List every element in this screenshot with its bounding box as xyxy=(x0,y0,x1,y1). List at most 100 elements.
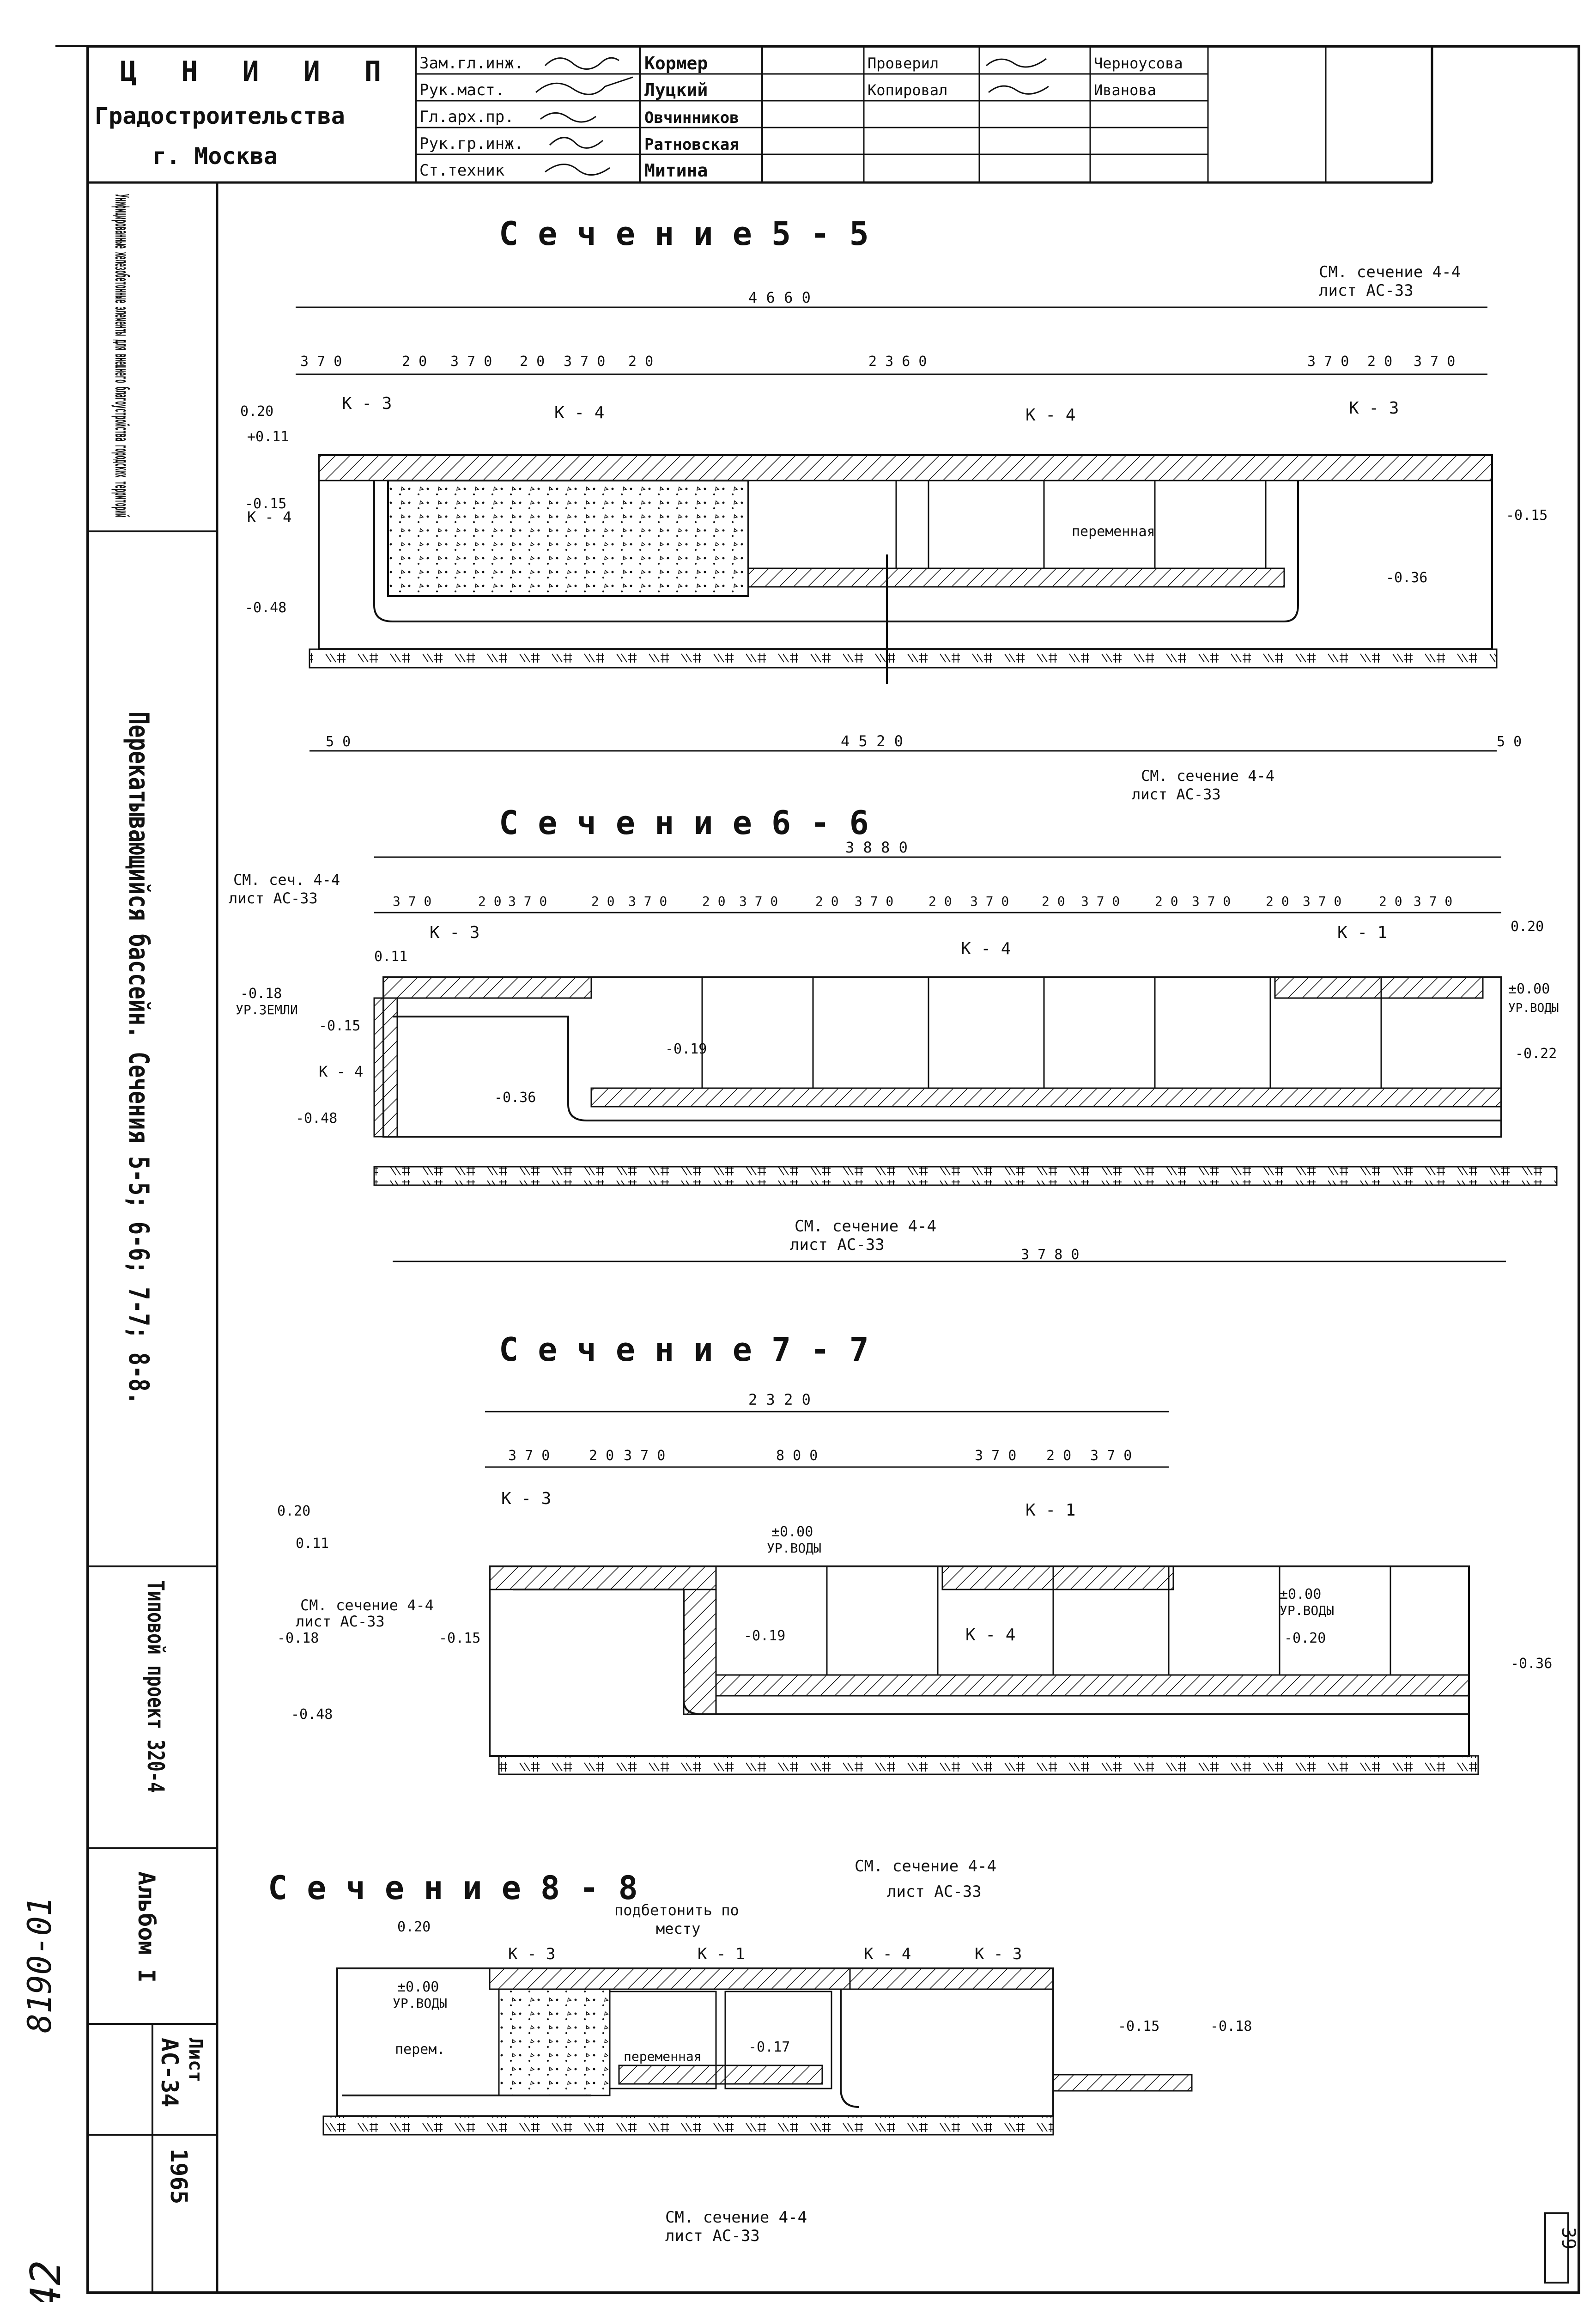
s77-ref-bottom: СМ. сечение 4-4 xyxy=(855,1857,996,1876)
s88-level: -0.15 xyxy=(1118,2018,1159,2034)
s88-ref-bottom: СМ. сечение 4-4 xyxy=(665,2208,807,2227)
name-3: Овчинников xyxy=(644,109,739,127)
s66-dim: 2 0 xyxy=(815,894,839,909)
s55-ref-top: СМ. сечение 4-4 xyxy=(1319,263,1461,281)
s66-ref-left-2: лист АС-33 xyxy=(229,889,318,907)
s88-level: -0.18 xyxy=(1210,2018,1252,2034)
s66-dim: 3 7 0 xyxy=(1414,894,1452,909)
s77-level: -0.48 xyxy=(291,1706,333,1723)
s77-dim: 8 0 0 xyxy=(776,1448,818,1464)
s55-base-dim: 5 0 xyxy=(1497,734,1522,750)
s55-dim: 3 7 0 xyxy=(450,353,492,370)
s66-level: ±0.00 xyxy=(1508,981,1550,997)
s77-level: 0.20 xyxy=(277,1503,310,1519)
s77-level: -0.20 xyxy=(1284,1630,1326,1646)
name-4: Ратновская xyxy=(644,135,739,154)
s55-level: -0.15 xyxy=(1506,507,1547,524)
s77-dim: 3 7 0 xyxy=(508,1448,550,1464)
s66-ref-bottom-2: лист АС-33 xyxy=(790,1236,885,1254)
s66-level: -0.22 xyxy=(1515,1046,1557,1062)
s66-dim: 3 7 0 xyxy=(855,894,893,909)
s66-label-k1: К - 1 xyxy=(1337,923,1387,942)
role-4: Рук.гр.инж. xyxy=(419,134,523,153)
s88-note: подбетонить по xyxy=(614,1901,739,1919)
s55-ref-bottom: СМ. сечение 4-4 xyxy=(1141,767,1274,785)
s88-level: -0.17 xyxy=(748,2039,790,2055)
copied-name: Иванова xyxy=(1094,81,1156,99)
s55-total: 4 6 6 0 xyxy=(748,289,811,306)
section-7-7: С е ч е н и е 7 - 7 2 3 2 0 3 7 0 2 0 3 … xyxy=(277,1331,1552,1901)
name-5: Митина xyxy=(644,160,708,181)
s66-dim: 2 0 xyxy=(478,894,502,909)
s66-dim: 3 7 0 xyxy=(393,894,431,909)
s77-ref-left: СМ. сечение 4-4 xyxy=(300,1596,434,1614)
s55-dim: 2 0 xyxy=(520,353,545,370)
s88-var-2: переменная xyxy=(624,2049,702,2064)
s55-dim: 2 0 xyxy=(402,353,427,370)
s77-dim: 2 0 xyxy=(589,1448,614,1464)
s66-dim: 2 0 xyxy=(591,894,615,909)
s66-dim: 3 7 0 xyxy=(1303,894,1341,909)
role-2: Рук.маст. xyxy=(419,81,504,99)
s55-dim: 3 7 0 xyxy=(1307,353,1349,370)
s55-dim: 3 7 0 xyxy=(300,353,342,370)
s77-water-2: УР.ВОДЫ xyxy=(1280,1603,1334,1618)
s77-label-k4: К - 4 xyxy=(965,1626,1015,1644)
s55-label-k4: К - 4 xyxy=(554,403,604,422)
s66-dim: 3 7 0 xyxy=(739,894,778,909)
s77-total: 2 3 2 0 xyxy=(748,1391,811,1408)
s66-level: 0.20 xyxy=(1511,919,1544,935)
section-8-8-title: С е ч е н и е 8 - 8 xyxy=(268,1869,638,1907)
sheet-label: Лист xyxy=(185,2038,206,2082)
s77-water: УР.ВОДЫ xyxy=(767,1541,821,1556)
side-title-middle: Перекатывающийся бассейн. Сечения 5-5; 6… xyxy=(122,712,155,1405)
s55-level: -0.15 xyxy=(245,496,286,512)
copied-label: Копировал xyxy=(868,81,947,99)
checked-name: Черноусова xyxy=(1094,55,1183,72)
sheet-number: АС-34 xyxy=(156,2038,183,2107)
s55-note-var: переменная xyxy=(1072,524,1155,540)
s66-ref-left: СМ. сеч. 4-4 xyxy=(233,871,340,889)
s88-label-k1: К - 1 xyxy=(698,1945,745,1963)
s66-level: -0.18 xyxy=(240,986,282,1002)
org-line-3: г. Москва xyxy=(152,143,278,170)
s66-label-k3: К - 3 xyxy=(430,923,479,942)
s77-ref-left-2: лист АС-33 xyxy=(296,1613,385,1630)
s88-label-k3b: К - 3 xyxy=(975,1945,1022,1963)
s55-label-k4b: К - 4 xyxy=(1026,406,1075,425)
name-1: Кормер xyxy=(644,53,708,73)
side-title-top: Унифицированные железобетонные элементы … xyxy=(111,194,132,518)
s66-level: -0.19 xyxy=(665,1041,707,1057)
s88-level: 0.20 xyxy=(397,1919,431,1935)
s66-dim: 2 0 xyxy=(1155,894,1178,909)
s55-base-dim: 4 5 2 0 xyxy=(841,732,903,750)
year: 1965 xyxy=(165,2149,192,2204)
s66-dim: 3 7 0 xyxy=(970,894,1009,909)
s77-level: -0.36 xyxy=(1511,1656,1552,1672)
s77-level: 0.11 xyxy=(296,1535,329,1552)
checked-label: Проверил xyxy=(868,55,939,72)
s66-total: 3 8 8 0 xyxy=(845,839,908,856)
s55-ref-bottom-2: лист АС-33 xyxy=(1132,786,1221,803)
section-8-8: С е ч е н и е 8 - 8 подбетонить по месту… xyxy=(268,1869,1252,2245)
s55-label-k3b: К - 3 xyxy=(1349,399,1399,418)
margin-number: 42 xyxy=(22,2260,70,2302)
s88-water: УР.ВОДЫ xyxy=(393,1996,447,2011)
page-number: 39 xyxy=(1558,2227,1579,2249)
s77-dim: 2 0 xyxy=(1046,1448,1071,1464)
s66-water-left: УР.ЗЕМЛИ xyxy=(236,1002,298,1017)
role-1: Зам.гл.инж. xyxy=(419,54,523,73)
s55-label-k4c: К - 4 xyxy=(247,508,291,526)
s88-level: ±0.00 xyxy=(397,1979,439,1995)
project-title: Типовой проект 320-4 xyxy=(142,1580,169,1793)
s66-dim: 2 0 xyxy=(1379,894,1402,909)
s55-dim: 3 7 0 xyxy=(564,353,605,370)
s55-dim: 2 0 xyxy=(628,353,653,370)
s66-dim: 2 0 xyxy=(928,894,952,909)
album-label: Альбом I xyxy=(133,1871,160,1983)
margin-code: 8190-01 xyxy=(21,1897,59,2033)
s66-dim: 3 7 0 xyxy=(508,894,547,909)
s77-ref-bottom-2: лист АС-33 xyxy=(887,1882,982,1901)
s55-level: 0.20 xyxy=(240,403,273,420)
